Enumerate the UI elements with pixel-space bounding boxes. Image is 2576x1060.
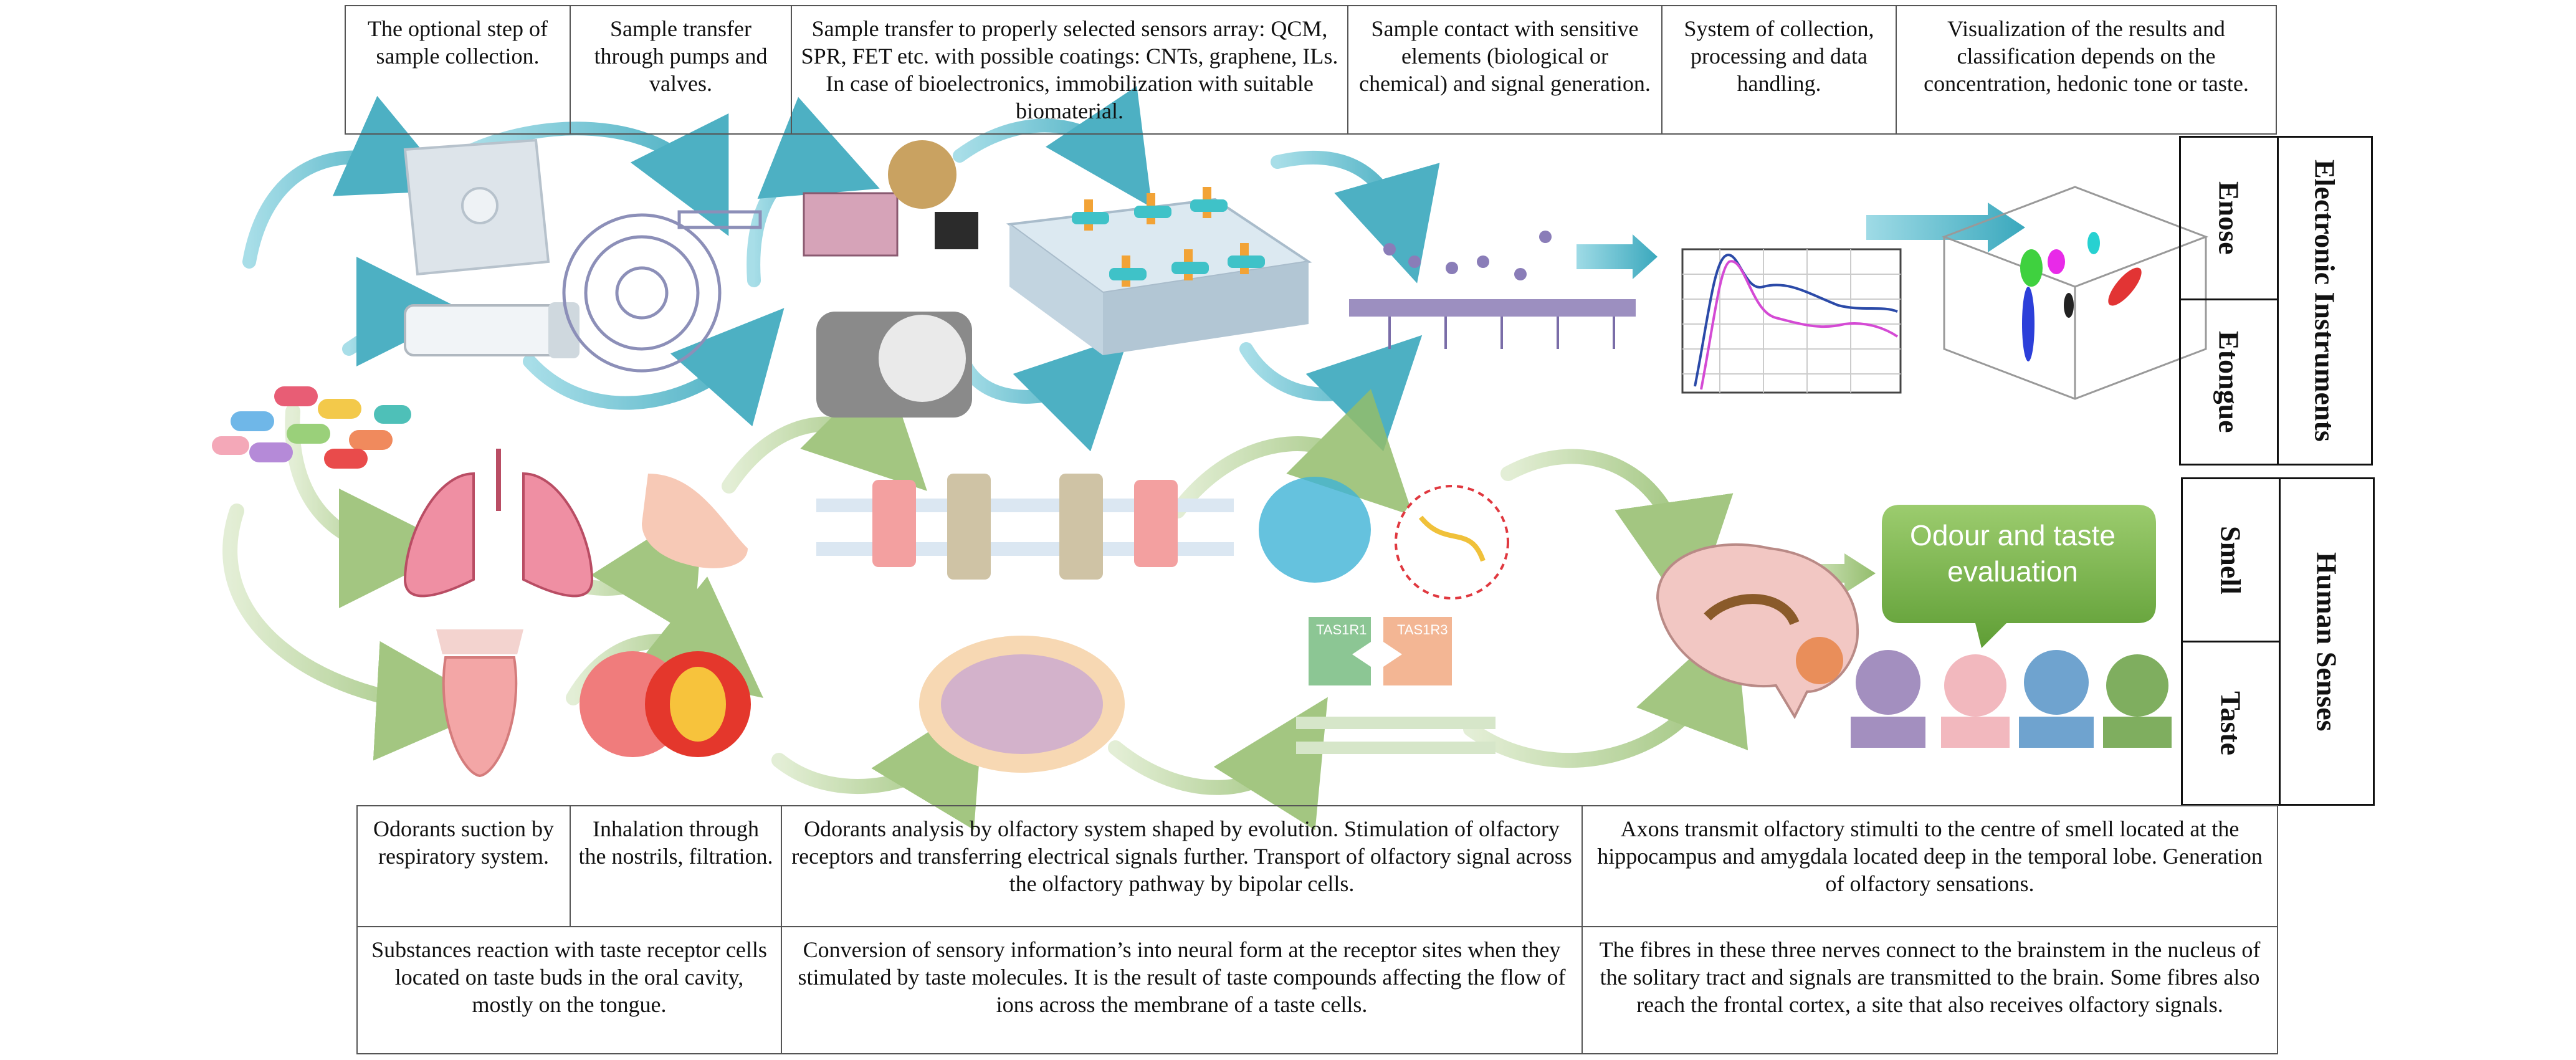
step-sample-collection: The optional step of sample collection. [345, 5, 571, 135]
step-sensor-array: Sample transfer to properly selected sen… [791, 5, 1348, 135]
taste-step-receptor-cells: Substances reaction with taste receptor … [356, 926, 782, 1054]
signal-plot-icon [1681, 248, 1902, 394]
label-etongue: Etongue [2179, 298, 2279, 466]
step-data-handling: System of collection, processing and dat… [1661, 5, 1897, 135]
green-block-arrow [1795, 553, 1876, 593]
step-visualization: Visualization of the results and classif… [1896, 5, 2277, 135]
evaluation-bubble [1882, 505, 2156, 648]
sample-tube-icon [404, 302, 580, 358]
smell-step-inhalation: Inhalation through the nostrils, filtrat… [570, 805, 782, 927]
label-enose: Enose [2179, 136, 2279, 300]
brain-icon [1656, 543, 1859, 720]
smell-step-suction: Odorants suction by respiratory system. [356, 805, 571, 927]
label-taste: Taste [2181, 641, 2281, 806]
sensitive-layer-icon [1349, 231, 1636, 349]
receptor-protein-icon [1259, 477, 1509, 599]
taste-cells-icon [919, 636, 1125, 773]
evaluation-bubble-label: Odour and taste evaluation [1910, 519, 2116, 588]
nose-icon [642, 474, 748, 568]
smell-step-olfactory-analysis: Odorants analysis by olfactory system sh… [781, 805, 1583, 927]
sensor-array-board-icon [1006, 187, 1312, 355]
people-silhouettes-icon [1851, 650, 2172, 748]
peristaltic-pump-icon [562, 210, 762, 373]
step-pump-transfer: Sample transfer through pumps and valves… [570, 5, 792, 135]
receptor-label-tas1r3: TAS1R3 [1397, 622, 1448, 637]
gas-bag-icon [403, 138, 550, 276]
smell-step-axons: Axons transmit olfactory stimulti to the… [1581, 805, 2278, 927]
teal-block-arrow-1 [1577, 234, 1658, 279]
classification-scatter-icon [1941, 186, 2209, 400]
label-human-senses: Human Senses [2279, 477, 2375, 806]
label-electronic-instruments: Electronic Instruments [2277, 136, 2373, 466]
lungs-icon [403, 449, 594, 598]
pills-icon [212, 386, 411, 469]
teal-block-arrow-2 [1866, 203, 2025, 252]
olfactory-membrane-icon [816, 474, 1234, 580]
taste-bud-icon [580, 651, 751, 757]
taste-receptor-icon: TAS1R1 TAS1R3 [1296, 617, 1496, 754]
label-smell: Smell [2181, 477, 2281, 642]
taste-step-brainstem: The fibres in these three nerves connect… [1581, 926, 2278, 1054]
tongue-icon [436, 629, 523, 778]
receptor-label-tas1r1: TAS1R1 [1316, 622, 1367, 637]
step-signal-generation: Sample contact with sensitive elements (… [1347, 5, 1662, 135]
taste-step-neural-conversion: Conversion of sensory information’s into… [781, 926, 1583, 1054]
sensor-photos-icon [803, 140, 978, 418]
